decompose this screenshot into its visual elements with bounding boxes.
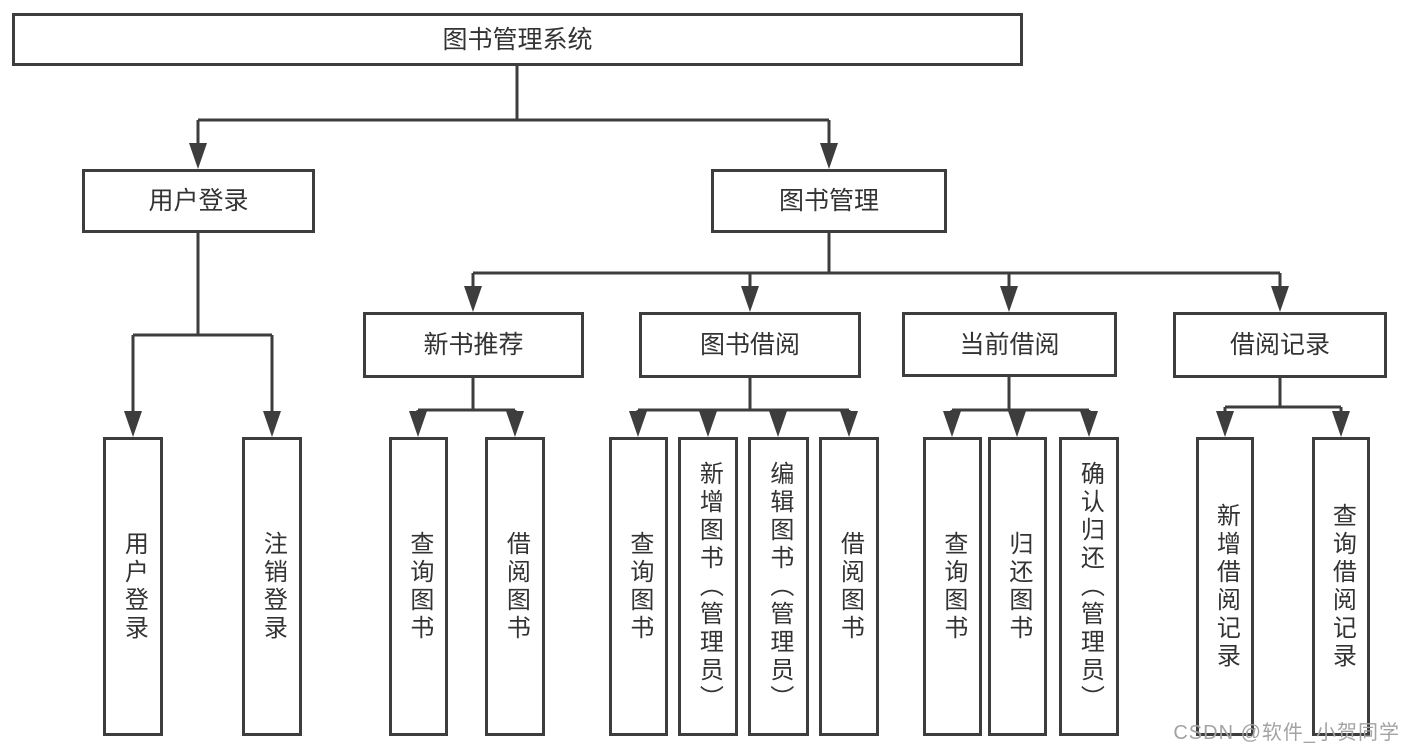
csdn-watermark: CSDN @软件_小贺同学 <box>1173 722 1400 744</box>
leaf-return-books: 归还图书 <box>988 437 1047 736</box>
edges-root-to-level2 <box>189 66 838 169</box>
leaf-borrow-books-under-newbook: 借阅图书 <box>485 437 545 736</box>
edges-mgmt-to-level3 <box>464 233 1289 312</box>
node-current-borrowing: 当前借阅 <box>902 312 1117 377</box>
node-user-login: 用户登录 <box>82 169 315 233</box>
edges-newbook-to-leaves <box>409 378 524 437</box>
node-library-management-system: 图书管理系统 <box>12 13 1023 66</box>
leaf-query-books-under-newbook: 查询图书 <box>389 437 448 736</box>
node-new-book-recommendation: 新书推荐 <box>363 312 584 378</box>
leaf-query-books-under-current: 查询图书 <box>923 437 982 736</box>
node-book-management: 图书管理 <box>711 169 947 233</box>
edges-borrow-to-leaves <box>629 378 858 437</box>
leaf-user-login: 用户登录 <box>103 437 163 736</box>
leaf-logout: 注销登录 <box>242 437 302 736</box>
edges-login-to-leaves <box>124 233 281 437</box>
leaf-edit-books-admin: 编辑图书（管理员） <box>748 437 809 736</box>
leaf-query-borrow-record: 查询借阅记录 <box>1312 437 1370 736</box>
leaf-add-borrow-record: 新增借阅记录 <box>1196 437 1254 736</box>
leaf-confirm-return-admin: 确认归还（管理员） <box>1059 437 1119 736</box>
edges-current-to-leaves <box>943 377 1098 437</box>
edges-records-to-leaves <box>1216 378 1350 437</box>
leaf-add-books-admin: 新增图书（管理员） <box>678 437 738 736</box>
node-book-borrowing: 图书借阅 <box>639 312 861 378</box>
leaf-query-books-under-borrowing: 查询图书 <box>609 437 668 736</box>
leaf-borrow-books: 借阅图书 <box>819 437 879 736</box>
node-borrowing-records: 借阅记录 <box>1173 312 1387 378</box>
